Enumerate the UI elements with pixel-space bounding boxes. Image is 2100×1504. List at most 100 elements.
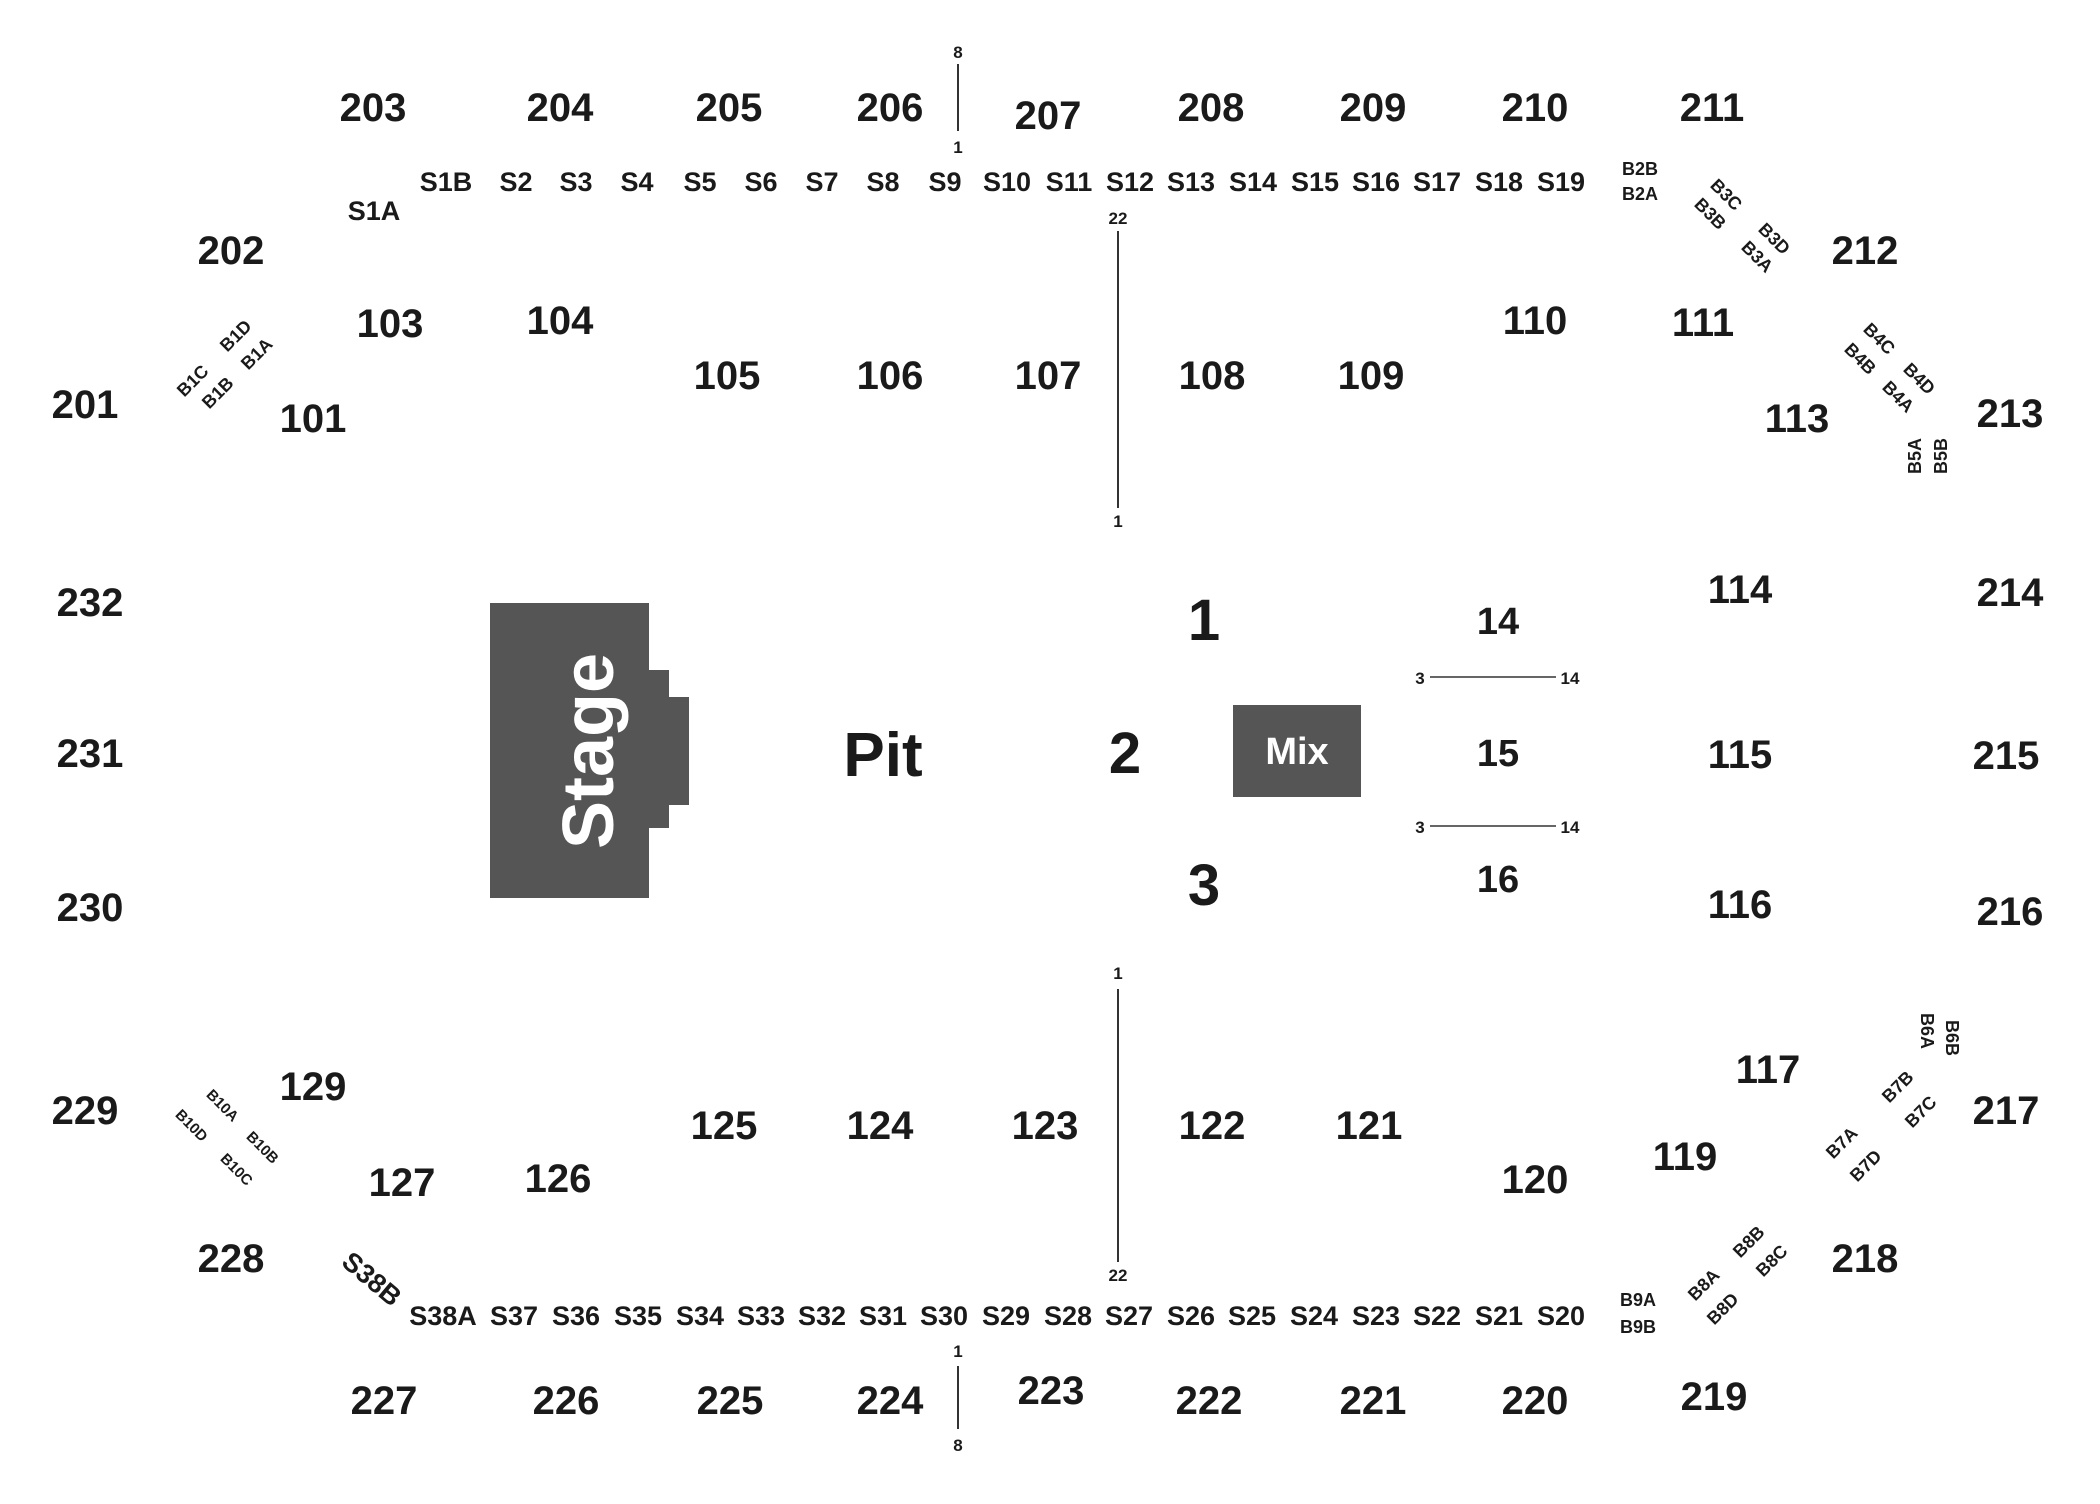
section-label[interactable]: 212 (1832, 229, 1899, 273)
suite-label[interactable]: S9 (928, 167, 961, 197)
suite-label[interactable]: S30 (920, 1301, 968, 1331)
box-label[interactable]: B9A (1620, 1290, 1656, 1310)
section-label[interactable]: 222 (1176, 1379, 1243, 1423)
section-label[interactable]: 207 (1015, 94, 1082, 138)
section-label[interactable]: 226 (533, 1379, 600, 1423)
suite-label[interactable]: S32 (798, 1301, 846, 1331)
box-label[interactable]: B10C (217, 1150, 256, 1189)
section-label[interactable]: 115 (1708, 733, 1773, 777)
section-label[interactable]: 116 (1708, 883, 1773, 927)
section-label[interactable]: 230 (57, 886, 124, 930)
suite-label[interactable]: S29 (982, 1301, 1030, 1331)
box-label[interactable]: B5A (1905, 438, 1925, 474)
section-label[interactable]: 103 (357, 302, 424, 346)
section-label[interactable]: 109 (1338, 354, 1405, 398)
section-label[interactable]: 129 (280, 1065, 347, 1109)
section-label[interactable]: 111 (1672, 301, 1734, 345)
section-label[interactable]: 227 (351, 1379, 418, 1423)
section-label[interactable]: 117 (1736, 1048, 1801, 1092)
section-label[interactable]: 104 (527, 299, 594, 343)
section-label[interactable]: 217 (1973, 1089, 2040, 1133)
suite-label[interactable]: S18 (1475, 167, 1523, 197)
section-label[interactable]: 127 (369, 1161, 436, 1205)
section-label[interactable]: 106 (857, 354, 924, 398)
box-label[interactable]: B7B (1878, 1067, 1918, 1107)
suite-label[interactable]: S38A (409, 1301, 477, 1331)
section-label[interactable]: 202 (198, 229, 265, 273)
section-label[interactable]: 214 (1977, 571, 2044, 615)
suite-label[interactable]: S7 (805, 167, 838, 197)
section-label[interactable]: 206 (857, 86, 924, 130)
floor-section[interactable]: 1 (1188, 588, 1220, 653)
suite-label[interactable]: S26 (1167, 1301, 1215, 1331)
section-label[interactable]: 201 (52, 383, 119, 427)
suite-label[interactable]: S25 (1228, 1301, 1276, 1331)
box-label[interactable]: B6A (1917, 1013, 1937, 1049)
section-label[interactable]: 215 (1973, 734, 2040, 778)
section-label[interactable]: 114 (1708, 568, 1773, 612)
section-label[interactable]: 105 (694, 354, 761, 398)
suite-label[interactable]: S23 (1352, 1301, 1400, 1331)
section-label[interactable]: 122 (1179, 1104, 1246, 1148)
stage[interactable]: Stage (490, 603, 689, 898)
section-label[interactable]: 231 (57, 732, 124, 776)
box-label[interactable]: B8D (1703, 1289, 1743, 1329)
section-label[interactable]: 205 (696, 86, 763, 130)
floor-section[interactable]: 14 (1477, 601, 1519, 643)
section-label[interactable]: 126 (525, 1157, 592, 1201)
section-label[interactable]: 219 (1681, 1375, 1748, 1419)
box-label[interactable]: B10D (172, 1106, 211, 1145)
section-label[interactable]: 110 (1503, 299, 1568, 343)
suite-label[interactable]: S20 (1537, 1301, 1585, 1331)
box-label[interactable]: B2B (1622, 159, 1658, 179)
pit-label[interactable]: Pit (843, 721, 922, 790)
suite-label[interactable]: S31 (859, 1301, 907, 1331)
suite-label[interactable]: S34 (676, 1301, 724, 1331)
floor-section[interactable]: 2 (1109, 721, 1141, 786)
box-label[interactable]: B10B (243, 1128, 282, 1167)
section-label[interactable]: 120 (1502, 1158, 1569, 1202)
suite-label[interactable]: S1A (348, 196, 401, 226)
suite-label[interactable]: S33 (737, 1301, 785, 1331)
suite-label[interactable]: S3 (559, 167, 592, 197)
section-label[interactable]: 223 (1018, 1369, 1085, 1413)
suite-label[interactable]: S15 (1291, 167, 1339, 197)
section-label[interactable]: 119 (1653, 1135, 1718, 1179)
section-label[interactable]: 232 (57, 581, 124, 625)
suite-label[interactable]: S16 (1352, 167, 1400, 197)
section-label[interactable]: 224 (857, 1379, 924, 1423)
suite-label[interactable]: S10 (983, 167, 1031, 197)
section-label[interactable]: 107 (1015, 354, 1082, 398)
suite-label[interactable]: S37 (490, 1301, 538, 1331)
section-label[interactable]: 125 (691, 1104, 758, 1148)
box-label[interactable]: B7C (1901, 1092, 1941, 1132)
suite-label[interactable]: S19 (1537, 167, 1585, 197)
section-label[interactable]: 203 (340, 86, 407, 130)
section-label[interactable]: 113 (1765, 397, 1830, 441)
box-label[interactable]: B8C (1752, 1241, 1792, 1281)
suite-label[interactable]: S35 (614, 1301, 662, 1331)
suite-label[interactable]: S36 (552, 1301, 600, 1331)
section-label[interactable]: 124 (847, 1104, 914, 1148)
box-label[interactable]: B9B (1620, 1317, 1656, 1337)
section-label[interactable]: 220 (1502, 1379, 1569, 1423)
section-label[interactable]: 213 (1977, 392, 2044, 436)
section-label[interactable]: 211 (1680, 86, 1745, 130)
suite-label[interactable]: S13 (1167, 167, 1215, 197)
section-label[interactable]: 221 (1340, 1379, 1407, 1423)
section-label[interactable]: 218 (1832, 1237, 1899, 1281)
suite-label[interactable]: S8 (866, 167, 899, 197)
section-label[interactable]: 101 (280, 397, 347, 441)
box-label[interactable]: B7D (1846, 1146, 1886, 1186)
suite-label[interactable]: S28 (1044, 1301, 1092, 1331)
floor-section[interactable]: 3 (1188, 853, 1220, 918)
box-label[interactable]: B7A (1822, 1123, 1862, 1163)
section-label[interactable]: 229 (52, 1089, 119, 1133)
section-label[interactable]: 225 (697, 1379, 764, 1423)
section-label[interactable]: 208 (1178, 86, 1245, 130)
suite-label[interactable]: S14 (1229, 167, 1277, 197)
section-label[interactable]: 108 (1179, 354, 1246, 398)
section-label[interactable]: 209 (1340, 86, 1407, 130)
suite-label[interactable]: S17 (1413, 167, 1461, 197)
section-label[interactable]: 121 (1336, 1104, 1403, 1148)
